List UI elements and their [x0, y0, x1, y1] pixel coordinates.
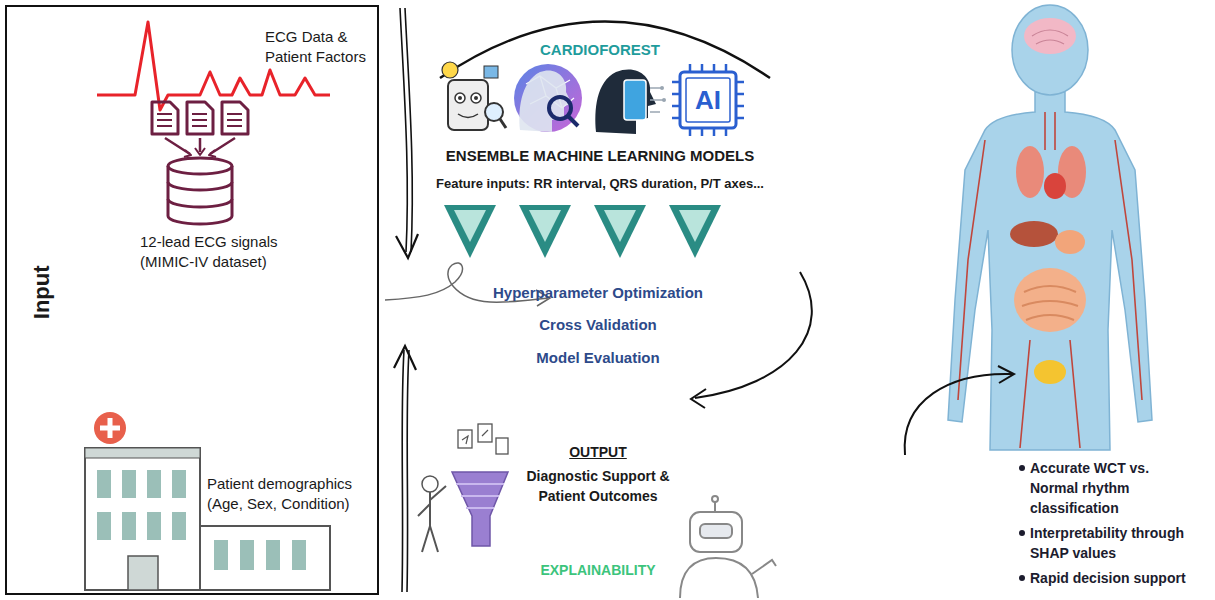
benefit-item: Rapid decision support [1030, 568, 1200, 588]
database-icon [152, 102, 248, 224]
product-title: CARDIOFOREST [540, 40, 660, 60]
bullet-dot [1019, 465, 1025, 471]
funnel-illustration [418, 424, 508, 552]
output-text: Diagnostic Support & Patient Outcomes [513, 466, 683, 506]
panel-heading: Input [28, 265, 57, 319]
pipeline-step: Model Evaluation [536, 348, 659, 368]
benefit-item: Interpretability through SHAP values [1030, 523, 1200, 563]
bullet-dot [1019, 575, 1025, 581]
feature-list: Feature inputs: RR interval, QRS duratio… [436, 176, 764, 193]
bullet-dot [1019, 530, 1025, 536]
pipeline-step: Cross Validation [539, 315, 657, 335]
ensemble-arc [440, 22, 770, 79]
benefit-item: Accurate WCT vs. Normal rhythm classific… [1030, 458, 1200, 518]
section-heading: ENSEMBLE MACHINE LEARNING MODELS [446, 146, 754, 166]
output-arrow [691, 272, 812, 408]
source-label: 12-lead ECG signals (MIMIC-IV dataset) [140, 232, 290, 271]
analyst-icon [442, 62, 506, 130]
chip-icon [672, 64, 744, 136]
source-label: ECG Data & Patient Factors [265, 27, 373, 66]
source-label: Patient demographics (Age, Sex, Conditio… [207, 474, 367, 513]
body-arrow [905, 366, 1014, 455]
robot-illustration [680, 496, 776, 598]
mind-phone-icon [595, 69, 666, 134]
explainability-label: EXPLAINABILITY [540, 561, 655, 579]
pipeline-step: Hyperparameter Optimization [493, 283, 703, 303]
ai-head-icon [514, 64, 582, 132]
input-panel: Input ECG Data & Patient Factors 12-lead E… [5, 5, 379, 595]
chip-text: AI [695, 84, 721, 118]
human-body [948, 5, 1152, 450]
input-arrows [394, 8, 418, 592]
pipeline-chevrons [444, 205, 721, 258]
output-heading: OUTPUT [569, 443, 627, 461]
